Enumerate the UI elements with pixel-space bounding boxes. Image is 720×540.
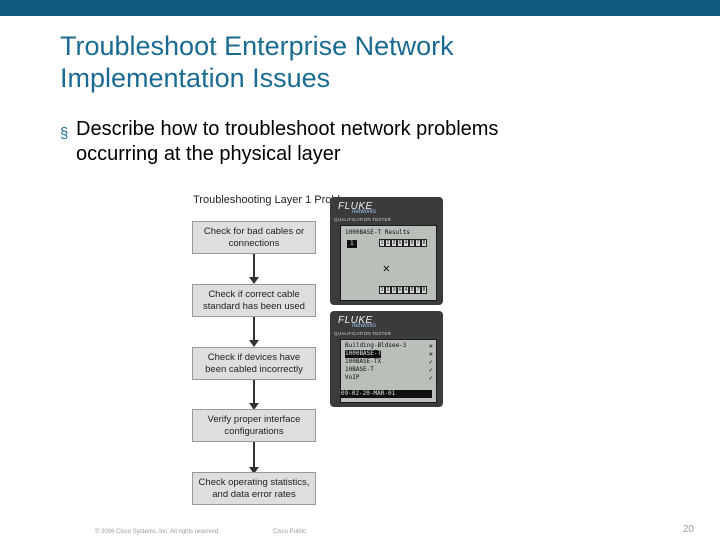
page-number: 20	[682, 524, 694, 535]
flow-step-5-line-2: and data error rates	[212, 488, 296, 500]
arrow-down-icon	[249, 467, 259, 474]
fail-x-icon: ✕	[382, 261, 390, 275]
device-screen: 1000BASE-T Results 1 1 2 3 6 4 5 7 8 ✕ 1…	[340, 225, 437, 301]
wire-cell: 2	[385, 286, 391, 294]
copyright-notice: © 2006 Cisco Systems, Inc. All rights re…	[95, 529, 220, 535]
bullet-line-1: Describe how to troubleshoot network pro…	[76, 118, 499, 140]
status-check-icon: ✓	[428, 366, 433, 374]
flow-step-2-line-2: standard has been used	[203, 300, 305, 312]
flow-step-4-line-1: Verify proper interface	[207, 413, 301, 425]
arrow-down-icon	[249, 403, 259, 410]
device-brand: FLUKE	[338, 201, 373, 212]
flow-step-3-line-2: been cabled incorrectly	[205, 363, 303, 375]
flow-step-5-line-1: Check operating statistics,	[198, 476, 310, 488]
device-subbrand: networks	[352, 323, 377, 329]
screen-item: VoIP	[345, 374, 360, 381]
title-line-2: Implementation Issues	[60, 63, 331, 93]
status-check-icon: ✓	[428, 358, 433, 366]
header-bar	[0, 0, 720, 16]
device-model: QUALIFICATION TESTER	[334, 217, 392, 222]
wire-cell: 8	[421, 239, 427, 247]
wire-cell: 5	[409, 239, 415, 247]
bullet-line-2: occurring at the physical layer	[76, 143, 341, 165]
flow-step-1: Check for bad cables or connections	[192, 221, 316, 254]
wire-cell: 3	[391, 239, 397, 247]
wire-map-bottom: 1 2 3 6 4 5 7 8	[379, 286, 427, 294]
wire-cell: 1	[379, 239, 385, 247]
device-brand: FLUKE	[338, 315, 373, 326]
screen-header: 1000BASE-T Results	[345, 229, 411, 236]
flow-arrow-3	[253, 380, 255, 404]
flow-step-1-line-2: connections	[228, 237, 280, 249]
device-model: QUALIFICATION TESTER	[334, 331, 392, 336]
wire-cell: 3	[391, 286, 397, 294]
tester-device-1: FLUKE networks QUALIFICATION TESTER 1000…	[330, 197, 443, 305]
flow-step-1-line-1: Check for bad cables or	[203, 225, 305, 237]
screen-item: 100BASE-TX	[345, 358, 382, 365]
diagram-title: Troubleshooting Layer 1 Problems	[193, 194, 361, 206]
flow-step-3: Check if devices have been cabled incorr…	[192, 347, 316, 380]
wire-cell: 1	[379, 286, 385, 294]
bullet-text: Describe how to troubleshoot network pro…	[76, 117, 636, 167]
flow-step-5: Check operating statistics, and data err…	[192, 472, 316, 505]
wire-map-top: 1 2 3 6 4 5 7 8	[379, 239, 427, 247]
flow-step-4-line-2: configurations	[224, 425, 284, 437]
wire-cell: 4	[403, 239, 409, 247]
status-x-icon: ✕	[428, 342, 433, 350]
status-x-icon: ✕	[428, 350, 433, 358]
flow-step-2-line-1: Check if correct cable	[208, 288, 300, 300]
flow-arrow-4	[253, 442, 255, 468]
wire-cell: 6	[397, 239, 403, 247]
flow-step-3-line-1: Check if devices have	[207, 351, 301, 363]
wire-cell: 5	[409, 286, 415, 294]
flow-arrow-1	[253, 254, 255, 278]
wire-cell: 7	[415, 286, 421, 294]
arrow-down-icon	[249, 277, 259, 284]
slide-title: Troubleshoot Enterprise Network Implemen…	[60, 30, 680, 94]
wire-cell: 4	[403, 286, 409, 294]
status-check-icon: ✓	[428, 374, 433, 382]
flow-step-2: Check if correct cable standard has been…	[192, 284, 316, 317]
bullet-marker-icon: §	[60, 125, 69, 142]
flow-step-4: Verify proper interface configurations	[192, 409, 316, 442]
title-line-1: Troubleshoot Enterprise Network	[60, 31, 454, 61]
wire-cell: 8	[421, 286, 427, 294]
screen-header: Building-Bldsee-3	[345, 342, 407, 349]
device-subbrand: networks	[352, 209, 377, 215]
screen-item: 10BASE-T	[345, 366, 374, 373]
wire-cell: 6	[397, 286, 403, 294]
arrow-down-icon	[249, 340, 259, 347]
tester-device-2: FLUKE networks QUALIFICATION TESTER Buil…	[330, 311, 443, 407]
flow-arrow-2	[253, 317, 255, 341]
classification-label: Cisco Public	[273, 529, 307, 535]
device-screen: Building-Bldsee-3 1000BASE-T 100BASE-TX …	[340, 339, 437, 403]
port-label: 1	[347, 240, 357, 248]
wire-cell: 2	[385, 239, 391, 247]
wire-cell: 7	[415, 239, 421, 247]
screen-footer: 09-02-20-MAR-01	[341, 390, 432, 398]
screen-item-selected: 1000BASE-T	[345, 350, 382, 358]
